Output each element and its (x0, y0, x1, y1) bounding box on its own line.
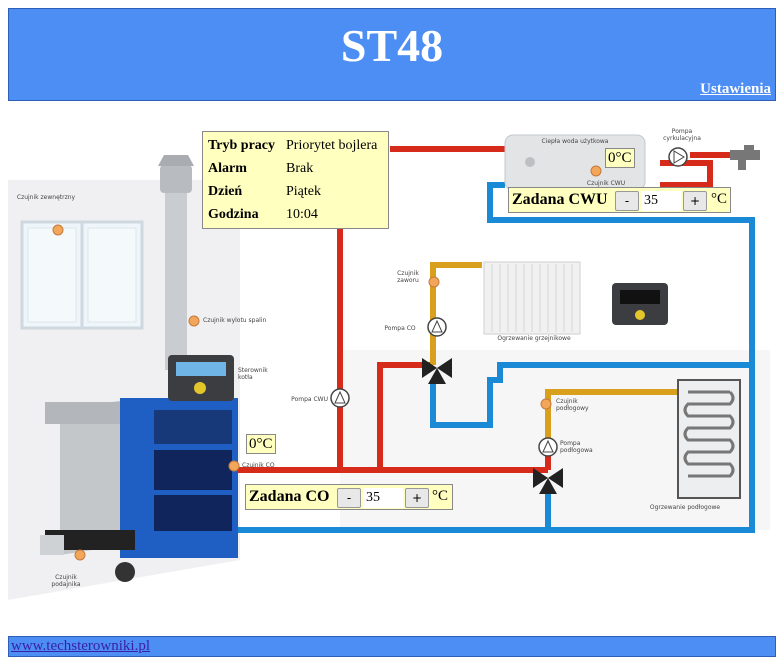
co-setpoint-panel: Zadana CO - 35 + °C (245, 484, 453, 510)
sensor-floor (540, 398, 552, 410)
sensor-valve (428, 276, 440, 288)
window-icon (20, 220, 144, 330)
cwu-setpoint-panel: Zadana CWU - 35 + °C (508, 187, 731, 213)
co-increase-button[interactable]: + (405, 488, 429, 508)
settings-link[interactable]: Ustawienia (700, 81, 771, 97)
mode-value: Priorytet bojlera (286, 138, 378, 153)
mixing-valve-floor-icon (533, 468, 563, 494)
label-floor-pump: Pompa podłogowa (560, 440, 593, 454)
day-value: Piątek (286, 184, 321, 199)
co-temperature: 0°C (246, 434, 276, 454)
header-bar: ST48 Ustawienia (8, 8, 776, 101)
label-floor-sensor: Czujnik podłogowy (556, 398, 589, 412)
cold-pipes (236, 182, 755, 533)
label-outdoor-sensor: Czujnik zewnętrzny (16, 194, 76, 201)
floor-heating-icon (677, 379, 741, 499)
label-cwu-pump: Pompa CWU (291, 396, 328, 403)
label-valve-sensor: Czujnik zaworu (397, 270, 419, 284)
alarm-label: Alarm (208, 161, 247, 176)
boiler-controller-icon (168, 355, 234, 401)
pump-co-icon (427, 317, 447, 337)
day-label: Dzień (208, 184, 243, 199)
label-co-sensor: Czujnik CO (242, 462, 275, 469)
label-floor-heating: Ogrzewanie podłogowe (649, 504, 721, 511)
label-radiator-heating: Ogrzewanie grzejnikowe (497, 335, 571, 342)
website-link[interactable]: www.techsterowniki.pl (11, 638, 150, 654)
time-label: Godzina (208, 207, 259, 222)
radiator-icon (483, 261, 581, 335)
co-setpoint-input[interactable]: 35 (363, 488, 403, 508)
mixing-valve-co-icon (422, 358, 452, 384)
cwu-setpoint-label: Zadana CWU (512, 191, 608, 208)
pump-cwu-icon (330, 388, 350, 408)
circulation-pump-icon (668, 147, 688, 167)
sensor-co (228, 460, 240, 472)
cwu-unit: °C (711, 191, 728, 207)
status-panel: Tryb pracy Priorytet bojlera Alarm Brak … (202, 131, 389, 229)
label-feeder-sensor: Czujnik podajnika (51, 574, 81, 588)
label-cwu-sensor: Czujnik CWU (586, 180, 626, 187)
alarm-value: Brak (286, 161, 314, 176)
co-setpoint-label: Zadana CO (249, 488, 330, 505)
co-unit: °C (432, 488, 449, 504)
pump-floor-icon (538, 437, 558, 457)
sensor-dots (52, 165, 602, 561)
time-value: 10:04 (286, 207, 318, 222)
sensor-feeder (74, 549, 86, 561)
co-decrease-button[interactable]: - (337, 488, 361, 508)
valve-controller-icon (612, 283, 668, 325)
label-circulation-pump: Pompa cyrkulacyjna (663, 128, 701, 142)
cwu-increase-button[interactable]: + (683, 191, 707, 211)
cwu-decrease-button[interactable]: - (615, 191, 639, 211)
mode-label: Tryb pracy (208, 138, 276, 153)
label-cwu-tank: Ciepła woda użytkowa (541, 138, 609, 145)
footer-bar: www.techsterowniki.pl (8, 636, 776, 657)
cwu-temperature: 0°C (605, 148, 635, 168)
chimney-icon (158, 155, 194, 370)
page-title: ST48 (340, 20, 444, 71)
label-flue-sensor: Czujnik wylotu spalin (203, 317, 267, 324)
sensor-cwu (590, 165, 602, 177)
tap-icon (730, 145, 760, 170)
boiler-icon (40, 398, 238, 582)
label-co-pump: Pompa CO (384, 325, 416, 332)
sensor-flue (188, 315, 200, 327)
cwu-setpoint-input[interactable]: 35 (641, 191, 681, 211)
label-boiler-controller: Sterownik kotła (238, 367, 268, 381)
sensor-outdoor (52, 224, 64, 236)
